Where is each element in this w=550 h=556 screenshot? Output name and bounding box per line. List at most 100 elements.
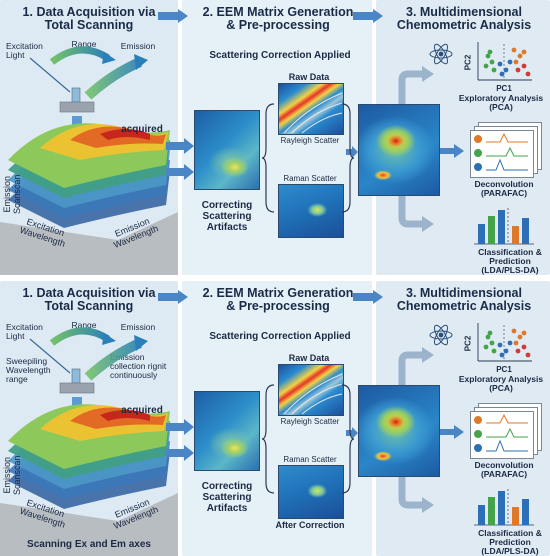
eem-matrix-raw [194,110,260,190]
class-bar-3 [498,491,505,525]
raman-label: Raman Scatter [283,174,337,183]
correcting-label: Correcting Scattering Artifacts [201,200,253,233]
parafac-components [474,132,528,171]
flow-arrow-upper [166,138,194,154]
cuvette [71,368,81,384]
deconvolution-label: Deconvolution (PARAFAC) [474,179,534,198]
arrow-to-parafac [440,425,464,439]
parafac-cards [470,403,542,459]
workflow-row-1: 1. Data Acquisition via Total Scanning 2… [0,0,550,275]
molecule-icon [429,324,453,346]
acquired-label: acquired [121,124,163,135]
excitation-beam [29,338,71,374]
eem-contour-map [358,385,440,477]
eem-matrix-raw [194,391,260,471]
surface-stack [8,404,170,509]
range-arc [49,327,110,346]
class-bar-3 [498,210,505,244]
flow-arrow-to-analysis [346,427,358,439]
class-bar-1 [478,224,485,244]
correcting-label: Correcting Scattering Artifacts [201,481,253,514]
range-arc [49,46,110,65]
rayleigh-label: Rayleigh Scatter [280,417,340,426]
emission-arrowhead [134,54,148,70]
after-correction-label: After Correction [275,520,345,530]
range-arrowhead [102,333,116,345]
cuvette [71,87,81,103]
emission-scanscan-label: Emission Scanscan [2,174,22,214]
flow-arrow-upper [166,419,194,435]
step3-title: 3. Multidimensional Chemometric Analysis [396,286,532,313]
cuvette-holder [59,101,95,113]
scatter-title: Scattering Correction Applied [209,331,351,342]
parafac-cards [470,122,542,178]
raman-label: Raman Scatter [283,455,337,464]
workflow-row-2: 1. Data Acquisition via Total Scanning 2… [0,281,550,556]
range-arrowhead [102,52,116,64]
exploratory-label: Exploratory Analysis (PCA) [458,374,544,393]
pca-scatter-plot [477,323,532,362]
emission-label: Emission [120,41,156,51]
emission-collection-label: Emission collection rignit continuously [110,352,167,380]
surface-stack [8,123,170,228]
class-bar-5 [522,218,529,244]
emission-beam [84,338,143,381]
step1-title: 1. Data Acquisition via Total Scanning [22,5,156,32]
step1-title: 1. Data Acquisition via Total Scanning [22,286,156,313]
arrow-to-parafac [440,144,464,158]
classification-bar-chart [474,489,534,526]
raw-data-label: Raw Data [288,353,330,363]
brace [261,384,275,494]
flow-arrow-lower [166,445,194,461]
excitation-light-label: Excitation Light [6,41,43,60]
bottom-caption: Scanning Ex and Em axes [27,539,151,550]
pc2-axis-label: PC2 [463,54,473,71]
scatter-lines [283,373,343,415]
pc1-axis-label: PC1 [496,365,512,374]
class-bar-4 [512,226,519,244]
pca-scatter-plot [477,42,532,81]
excitation-beam [29,57,71,93]
scatter-lines [283,92,343,134]
classification-label: Classification & Prediction (LDA/PLS-DA) [478,247,542,275]
sweep-label: Sweepiling Wavelength range [6,356,51,384]
class-bar-2 [488,497,495,525]
rayleigh-label: Rayleigh Scatter [280,136,340,145]
class-bar-5 [522,499,529,525]
light-source-icon [0,327,178,556]
eem-contour-map [358,104,440,196]
excitation-light-label: Excitation Light [6,322,43,341]
emission-beam [84,57,143,100]
header-arrow-1 [158,9,188,23]
range-label: Range [71,320,97,330]
step2-title: 2. EEM Matrix Generation & Pre-processin… [202,5,354,32]
pc2-axis-label: PC2 [463,335,473,352]
classification-bar-chart [474,208,534,245]
step3-title: 3. Multidimensional Chemometric Analysis [396,5,532,32]
floor-plane [0,212,178,275]
emission-arrowhead [134,335,148,351]
raw-data-label: Raw Data [288,72,330,82]
header-arrow-2 [353,290,383,304]
branch-arrows [398,66,434,232]
branch-arrows [398,347,434,513]
corrected-heatmap [278,465,344,519]
deconvolution-label: Deconvolution (PARAFAC) [474,460,534,479]
emission-label: Emission [120,322,156,332]
step2-title: 2. EEM Matrix Generation & Pre-processin… [202,286,354,313]
flow-arrow-to-analysis [346,146,358,158]
class-bar-1 [478,505,485,525]
class-bar-4 [512,507,519,525]
brace-right [341,103,355,213]
floor-plane [0,493,178,556]
flow-arrow-lower [166,164,194,180]
header-arrow-2 [353,9,383,23]
acquired-label: acquired [121,405,163,416]
cuvette-holder [59,382,95,394]
scatter-title: Scattering Correction Applied [209,50,351,61]
header-arrow-1 [158,290,188,304]
light-source-icon [0,46,178,275]
exploratory-label: Exploratory Analysis (PCA) [458,93,544,112]
brace-right [341,384,355,494]
parafac-components [474,413,528,452]
